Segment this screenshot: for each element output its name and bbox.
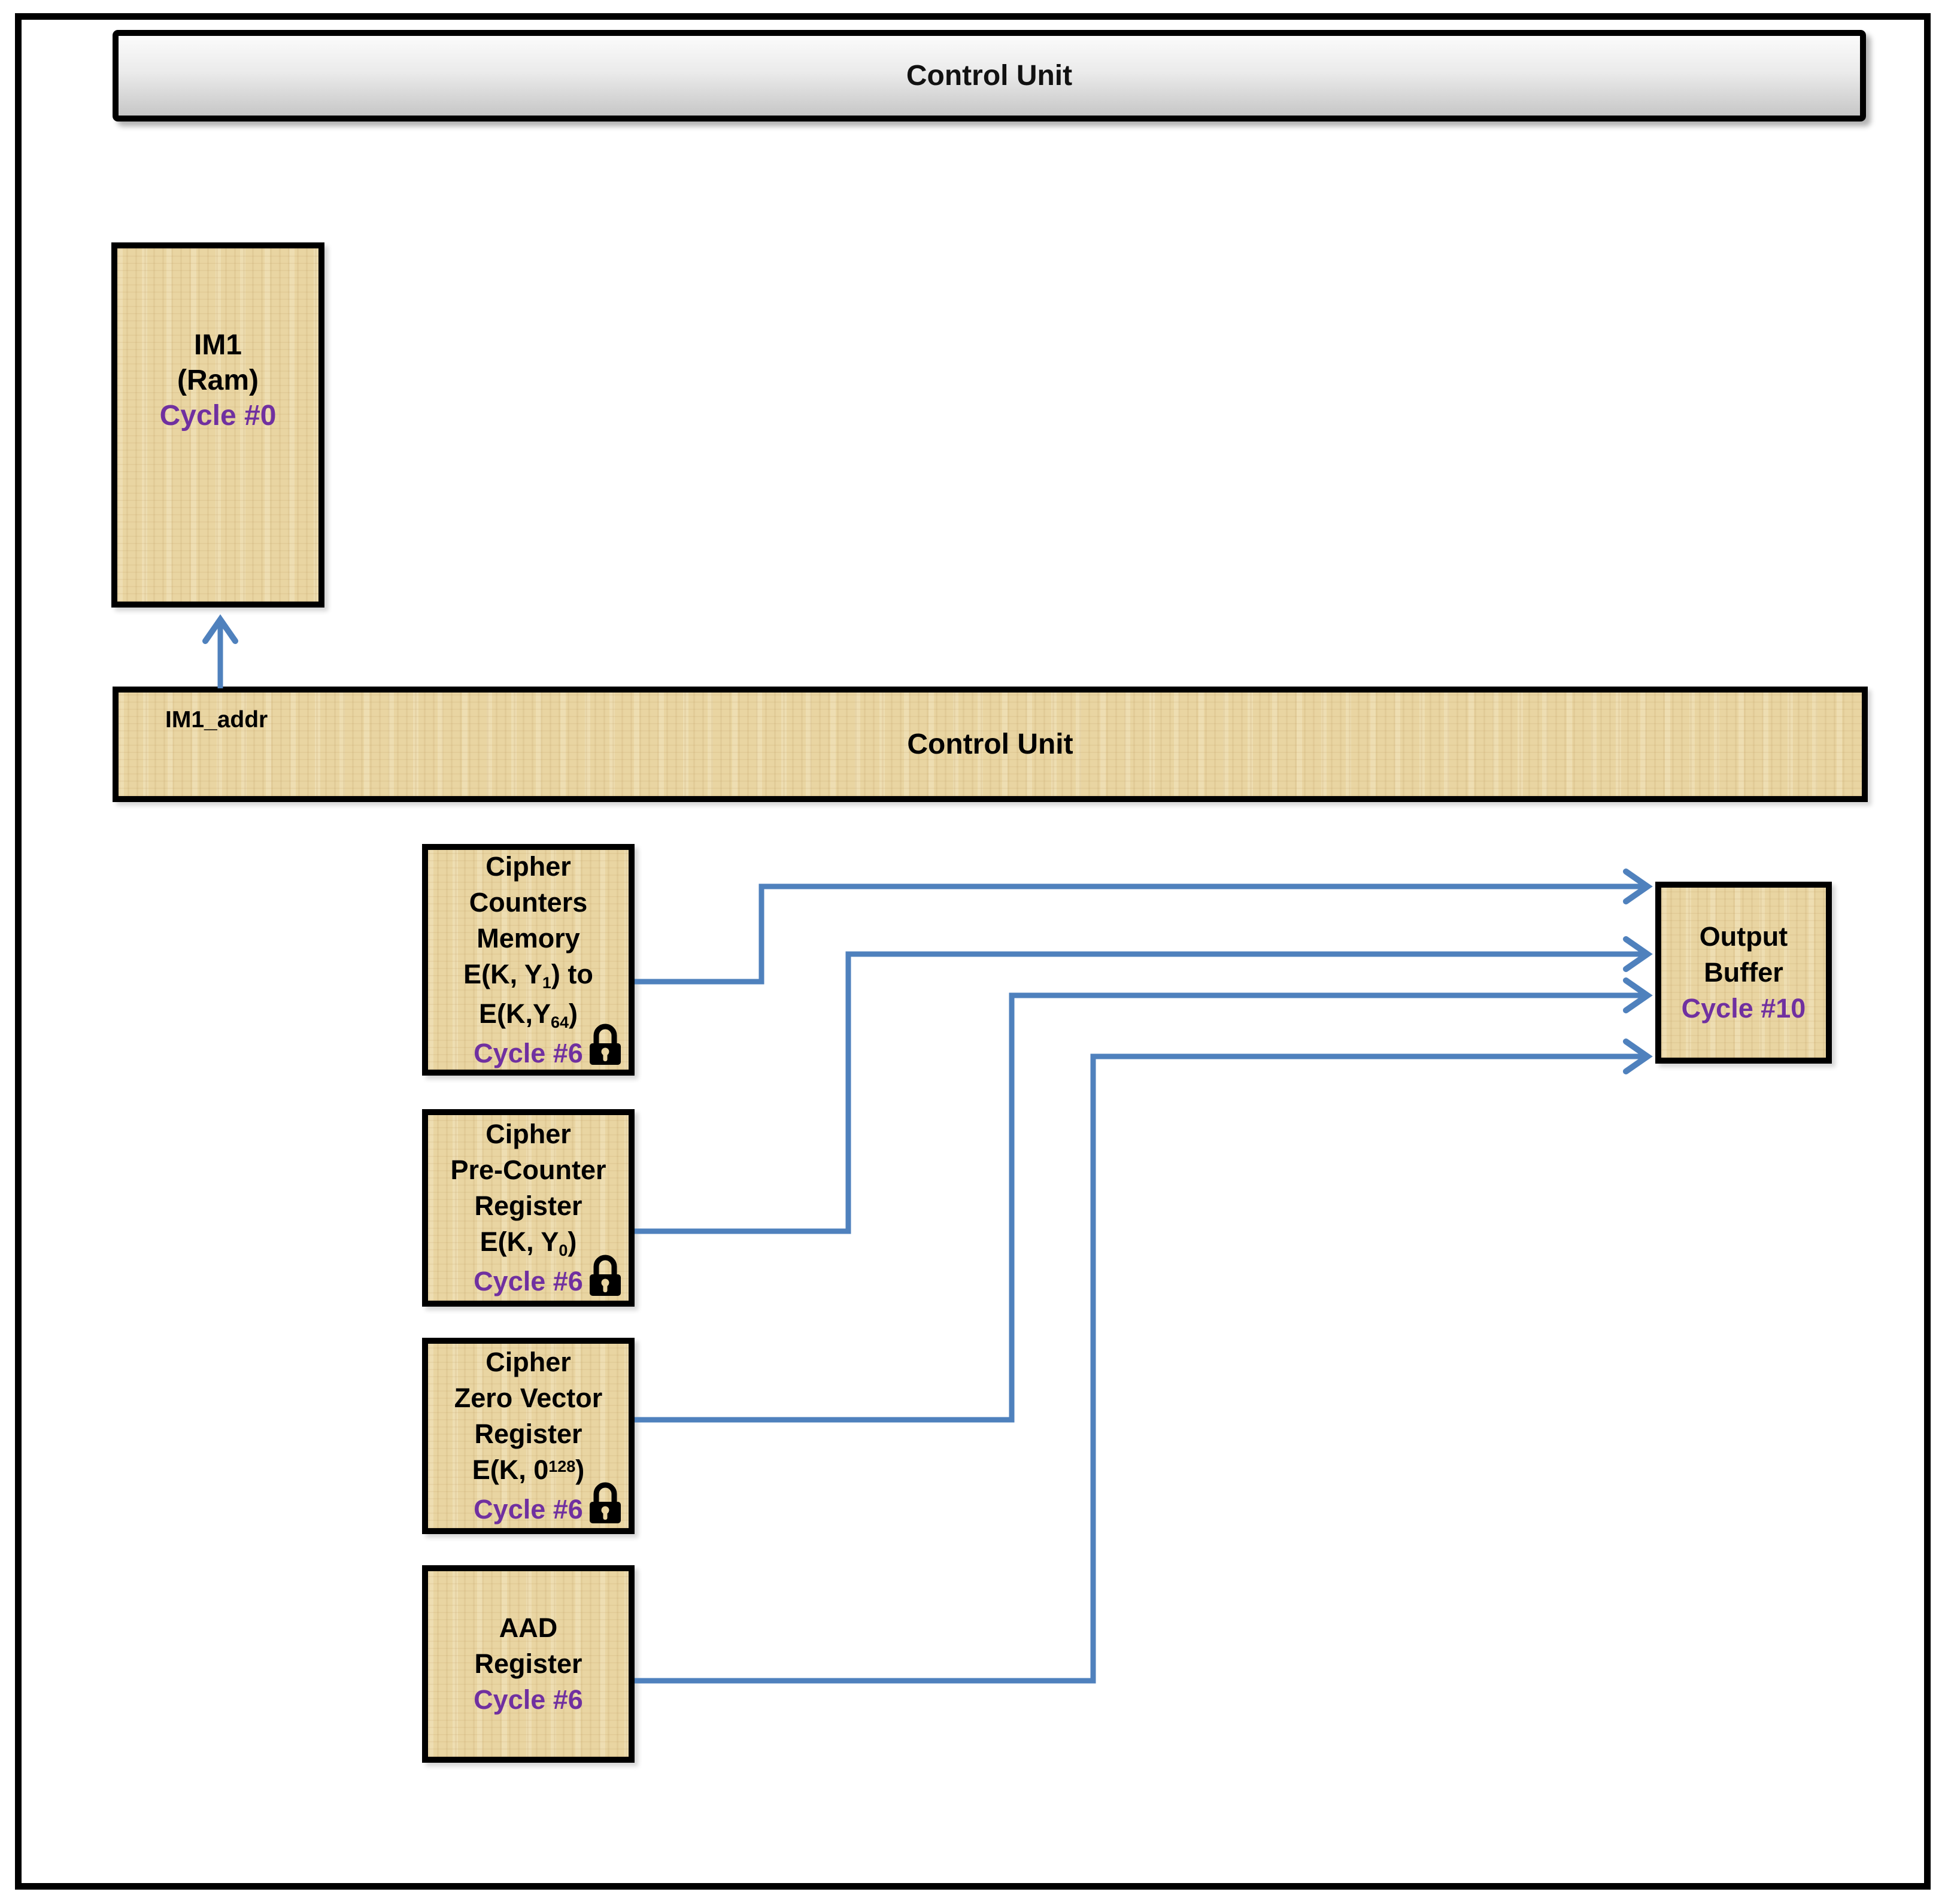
im1-title: IM1: [193, 329, 242, 361]
lock-icon: [590, 1255, 621, 1296]
cipher-precounter-register-box: Cipher Pre-Counter Register E(K, Y0) Cyc…: [422, 1109, 635, 1307]
im1-cycle-label: Cycle #0: [159, 399, 277, 432]
header-title: Control Unit: [906, 60, 1073, 92]
cycle-label: Cycle #6: [474, 1494, 583, 1525]
box-line: Buffer: [1704, 957, 1783, 988]
cycle-label: Cycle #10: [1681, 993, 1806, 1024]
cipher-zero-vector-register-box: Cipher Zero Vector Register E(K, 0128) C…: [422, 1338, 635, 1534]
box-line: Output: [1699, 921, 1788, 952]
lock-icon: [590, 1482, 621, 1523]
box-line: Cipher: [486, 1347, 571, 1377]
box-line: Register: [474, 1191, 582, 1221]
header-control-unit-bar: Control Unit: [113, 30, 1866, 122]
cycle-label: Cycle #6: [474, 1266, 583, 1296]
output-buffer-box: Output Buffer Cycle #10: [1655, 882, 1832, 1064]
cipher-counters-memory-box: Cipher Counters Memory E(K, Y1) to E(K,Y…: [422, 844, 635, 1076]
formula-line: E(K,Y64): [478, 998, 578, 1031]
box-line: Register: [474, 1648, 582, 1679]
formula-line: E(K, Y1) to: [463, 958, 593, 992]
cycle-label: Cycle #6: [474, 1684, 583, 1715]
im1-addr-label: IM1_addr: [165, 707, 268, 733]
lock-icon: [590, 1024, 621, 1065]
im1-ram-box: IM1 (Ram) Cycle #0: [111, 242, 324, 608]
box-line: Pre-Counter: [450, 1155, 606, 1185]
control-unit-bar: IM1_addr Control Unit: [113, 687, 1868, 802]
box-line: Register: [474, 1419, 582, 1449]
box-line: AAD: [499, 1613, 558, 1643]
formula-line: E(K, 0128): [472, 1454, 585, 1485]
box-line: Cipher: [486, 1119, 571, 1149]
cycle-label: Cycle #6: [474, 1037, 583, 1068]
box-line: Cipher: [486, 851, 571, 882]
formula-line: E(K, Y0): [480, 1226, 577, 1260]
box-line: Memory: [477, 922, 580, 953]
control-unit-bar-title: Control Unit: [907, 728, 1073, 760]
page-border: [15, 13, 1931, 1890]
box-line: Zero Vector: [454, 1383, 603, 1413]
aad-register-box: AAD Register Cycle #6: [422, 1565, 635, 1763]
box-line: Counters: [469, 886, 588, 918]
im1-subtitle: (Ram): [177, 364, 259, 396]
